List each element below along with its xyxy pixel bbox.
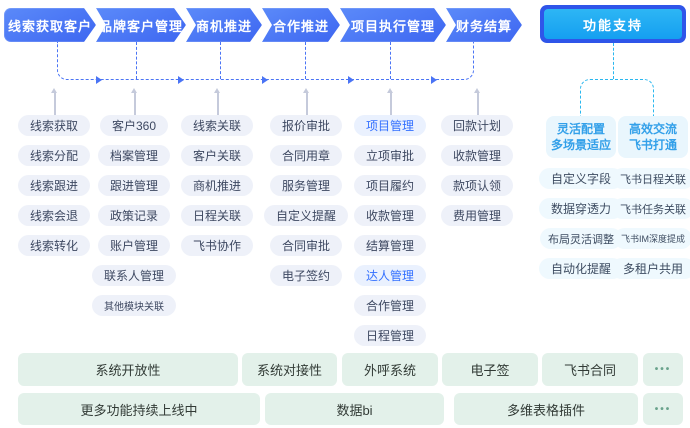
bottom-capability-box: 更多功能持续上线中: [18, 393, 260, 425]
feature-column-3: 线索关联客户关联商机推进日程关联飞书协作: [157, 115, 277, 256]
feature-pill: 立项审批: [353, 145, 426, 166]
feature-pill: 线索获取: [17, 115, 90, 136]
support-group-header-1: 灵活配置多场景适应: [546, 116, 616, 158]
support-pill: 自定义字段: [538, 168, 623, 189]
feature-pill: 其他模块关联: [92, 295, 176, 316]
flow-arrow-icon: [96, 75, 102, 84]
feature-pill: 账户管理: [97, 235, 170, 256]
bottom-capability-box: 系统对接性: [242, 353, 337, 386]
feature-pill: 收款管理: [440, 145, 513, 166]
column-drop-line: [134, 93, 136, 115]
flow-stage-4: 合作推进: [262, 8, 340, 42]
column-drop-line: [54, 93, 56, 115]
support-connector-line: [613, 43, 614, 79]
feature-pill: 跟进管理: [97, 175, 170, 196]
support-column-1: 自定义字段数据穿透力布局灵活调整自动化提醒: [536, 168, 626, 279]
flow-connector-vline: [220, 42, 221, 79]
support-pill: 飞书日程关联: [612, 168, 690, 189]
feature-pill: 档案管理: [97, 145, 170, 166]
flow-arrow-icon: [262, 75, 268, 84]
feature-pill: 服务管理: [269, 175, 342, 196]
function-support-label: 功能支持: [544, 9, 682, 39]
feature-pill: 结算管理: [353, 235, 426, 256]
support-pill: 布局灵活调整: [540, 228, 622, 249]
column-drop-arrow-icon: [302, 88, 309, 93]
bottom-more-button: •••: [643, 393, 683, 425]
feature-pill: 客户关联: [180, 145, 253, 166]
column-drop-arrow-icon: [50, 88, 57, 93]
feature-pill: 电子签约: [269, 265, 342, 286]
column-drop-arrow-icon: [130, 88, 137, 93]
feature-pill: 合同用章: [269, 145, 342, 166]
bottom-capability-box: 外呼系统: [342, 353, 438, 386]
flow-connector-vline: [305, 42, 306, 79]
feature-column-5: 项目管理立项审批项目履约收款管理结算管理达人管理合作管理日程管理: [330, 115, 450, 346]
feature-pill: 达人管理: [353, 265, 426, 286]
feature-pill: 线索转化: [17, 235, 90, 256]
feature-pill: 回款计划: [440, 115, 513, 136]
feature-pill: 线索跟进: [17, 175, 90, 196]
bottom-capability-box: 数据bi: [265, 393, 444, 425]
feature-pill: 收款管理: [353, 205, 426, 226]
flow-arrow-icon: [431, 75, 437, 84]
feature-pill: 商机推进: [180, 175, 253, 196]
support-group-header-2: 高效交流飞书打通: [618, 116, 688, 158]
column-drop-line: [390, 93, 392, 115]
function-support-button: 功能支持: [540, 5, 686, 43]
bottom-capability-box: 多维表格插件: [454, 393, 638, 425]
feature-pill: 线索分配: [17, 145, 90, 166]
support-pill: 多租户共用: [610, 258, 690, 279]
flow-stage-5: 项目执行管理: [340, 8, 446, 42]
flow-arrow-icon: [348, 75, 354, 84]
column-drop-arrow-icon: [386, 88, 393, 93]
feature-pill: 飞书协作: [180, 235, 253, 256]
feature-column-1: 线索获取线索分配线索跟进线索会退线索转化: [0, 115, 114, 256]
feature-pill: 日程管理: [353, 325, 426, 346]
column-drop-line: [217, 93, 219, 115]
bottom-capability-box: 电子签: [442, 353, 538, 386]
bottom-capability-box: 飞书合同: [542, 353, 638, 386]
column-drop-arrow-icon: [473, 88, 480, 93]
feature-pill: 自定义提醒: [263, 205, 348, 226]
flow-stage-3: 商机推进: [186, 8, 262, 42]
column-drop-line: [306, 93, 308, 115]
feature-pill: 项目管理: [353, 115, 426, 136]
flow-stage-2: 品牌客户管理: [96, 8, 186, 42]
support-connector-bracket: [580, 79, 654, 117]
flow-connector-bracket: [57, 42, 474, 80]
feature-column-4: 报价审批合同用章服务管理自定义提醒合同审批电子签约: [246, 115, 366, 286]
feature-pill: 项目履约: [353, 175, 426, 196]
support-pill: 飞书IM深度提成: [614, 228, 690, 249]
support-pill: 自动化提醒: [538, 258, 623, 279]
flow-arrow-icon: [178, 75, 184, 84]
bottom-capability-box: 系统开放性: [18, 353, 238, 386]
support-header-line: 高效交流: [628, 122, 677, 136]
feature-pill: 日程关联: [180, 205, 253, 226]
feature-pill: 客户360: [99, 115, 169, 136]
flow-stage-6: 财务结算: [446, 8, 522, 42]
feature-pill: 政策记录: [97, 205, 170, 226]
flow-connector-vline: [390, 42, 391, 79]
flow-stage-1: 线索获取客户: [4, 8, 96, 42]
feature-pill: 线索关联: [180, 115, 253, 136]
feature-pill: 报价审批: [269, 115, 342, 136]
feature-pill: 费用管理: [440, 205, 513, 226]
feature-pill: 合同审批: [269, 235, 342, 256]
feature-column-6: 回款计划收款管理款项认领费用管理: [417, 115, 537, 226]
flow-connector-vline: [136, 42, 137, 79]
support-column-2: 飞书日程关联飞书任务关联飞书IM深度提成多租户共用: [608, 168, 690, 279]
bottom-more-button: •••: [643, 353, 683, 386]
feature-pill: 联系人管理: [91, 265, 176, 286]
support-header-line: 灵活配置: [556, 122, 605, 136]
feature-pill: 款项认领: [440, 175, 513, 196]
feature-pill: 合作管理: [353, 295, 426, 316]
support-header-line: 飞书打通: [628, 138, 677, 152]
support-pill: 飞书任务关联: [612, 198, 690, 219]
support-pill: 数据穿透力: [538, 198, 623, 219]
column-drop-arrow-icon: [213, 88, 220, 93]
support-header-line: 多场景适应: [550, 138, 611, 152]
column-drop-line: [477, 93, 479, 115]
feature-column-2: 客户360 档案管理跟进管理政策记录账户管理联系人管理其他模块关联: [74, 115, 194, 316]
feature-pill: 线索会退: [17, 205, 90, 226]
